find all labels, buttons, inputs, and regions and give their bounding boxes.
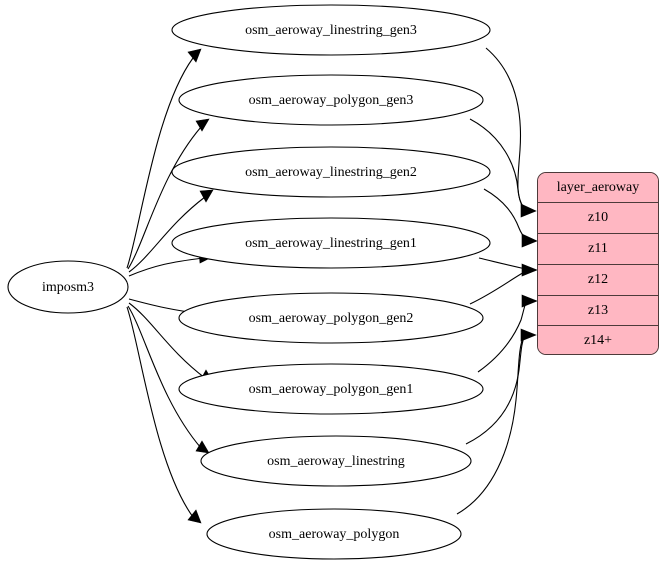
layer-aeroway-table[interactable]: layer_aeroway z10 z11 z12 z13 z14+ xyxy=(537,172,659,355)
arrowhead-z14 xyxy=(520,328,537,342)
node-imposm3[interactable]: imposm3 xyxy=(7,260,129,314)
layer-row-z10-label: z10 xyxy=(587,210,609,225)
edge-polygon-gen1-to-z13 xyxy=(477,301,527,373)
osm-aeroway-polygon-ellipse[interactable] xyxy=(206,508,462,560)
osm-aeroway-polygon-gen1-label: osm_aeroway_polygon_gen1 xyxy=(249,382,414,397)
arrowhead-z12 xyxy=(521,263,538,277)
osm-aeroway-linestring-gen2-ellipse[interactable] xyxy=(171,146,491,198)
node-osm-aeroway-linestring-gen3[interactable]: osm_aeroway_linestring_gen3 xyxy=(171,4,491,56)
osm-aeroway-linestring-gen1-label: osm_aeroway_linestring_gen1 xyxy=(245,236,417,251)
node-osm-aeroway-polygon[interactable]: osm_aeroway_polygon xyxy=(206,508,462,560)
edge-imposm3-to-linestring-gen2 xyxy=(128,196,206,273)
layer-row-z14-plus-label: z14+ xyxy=(583,333,613,348)
edge-group-source-to-tables xyxy=(126,48,214,524)
arrowhead-linestring xyxy=(195,440,210,454)
layer-row-z13-label: z13 xyxy=(587,302,609,318)
arrowhead-z11 xyxy=(521,233,538,248)
osm-aeroway-polygon-gen3-label: osm_aeroway_polygon_gen3 xyxy=(249,93,414,108)
osm-aeroway-linestring-gen2-label: osm_aeroway_linestring_gen2 xyxy=(245,165,417,180)
osm-aeroway-linestring-gen3-ellipse[interactable] xyxy=(171,4,491,56)
layer-row-z14-plus[interactable]: z14+ xyxy=(538,326,658,354)
edge-imposm3-to-polygon xyxy=(126,306,194,518)
layer-row-z11[interactable]: z11 xyxy=(538,234,658,265)
layer-row-z13[interactable]: z13 xyxy=(538,296,658,326)
osm-aeroway-linestring-label: osm_aeroway_linestring xyxy=(267,454,405,469)
node-osm-aeroway-linestring-gen2[interactable]: osm_aeroway_linestring_gen2 xyxy=(171,146,491,198)
layer-row-z12[interactable]: z12 xyxy=(538,265,658,296)
edge-polygon-to-z14 xyxy=(456,334,525,515)
edge-linestring-gen1-to-z12 xyxy=(478,257,527,270)
arrowhead-linestring-gen3 xyxy=(187,48,202,63)
edge-linestring-gen2-to-z11 xyxy=(483,188,527,240)
imposm3-ellipse[interactable] xyxy=(7,260,129,314)
edge-linestring-gen3-to-z10 xyxy=(485,47,525,210)
layer-row-z11-label: z11 xyxy=(588,241,608,256)
arrowhead-linestring-gen2 xyxy=(199,189,214,203)
edge-imposm3-to-polygon-gen3 xyxy=(127,126,202,270)
edge-imposm3-to-linestring-gen3 xyxy=(126,57,194,269)
edge-polygon-gen2-to-z12 xyxy=(469,270,527,305)
edge-imposm3-to-linestring xyxy=(127,305,202,449)
layer-aeroway-header: layer_aeroway xyxy=(538,173,658,203)
layer-row-z12-label: z12 xyxy=(587,272,609,287)
layer-row-z10[interactable]: z10 xyxy=(538,203,658,234)
layer-aeroway-header-label: layer_aeroway xyxy=(556,179,640,195)
osm-aeroway-polygon-gen2-label: osm_aeroway_polygon_gen2 xyxy=(249,311,414,326)
node-osm-aeroway-polygon-gen3[interactable]: osm_aeroway_polygon_gen3 xyxy=(178,74,484,126)
edge-imposm3-to-linestring-gen1 xyxy=(128,257,204,277)
osm-aeroway-linestring-gen1-ellipse[interactable] xyxy=(171,217,491,269)
osm-aeroway-linestring-gen3-label: osm_aeroway_linestring_gen3 xyxy=(245,23,417,38)
node-osm-aeroway-linestring-gen1[interactable]: osm_aeroway_linestring_gen1 xyxy=(171,217,491,269)
arrowhead-polygon xyxy=(187,509,202,524)
node-osm-aeroway-polygon-gen2[interactable]: osm_aeroway_polygon_gen2 xyxy=(178,292,484,344)
node-osm-aeroway-polygon-gen1[interactable]: osm_aeroway_polygon_gen1 xyxy=(178,363,484,415)
imposm3-label: imposm3 xyxy=(42,280,94,295)
osm-aeroway-polygon-label: osm_aeroway_polygon xyxy=(269,527,400,542)
edge-group-tables-to-layer xyxy=(456,47,538,515)
osm-aeroway-polygon-gen2-ellipse[interactable] xyxy=(178,292,484,344)
osm-aeroway-linestring-ellipse[interactable] xyxy=(200,435,472,487)
edge-linestring-to-z14 xyxy=(465,333,526,445)
node-osm-aeroway-linestring[interactable]: osm_aeroway_linestring xyxy=(200,435,472,487)
osm-aeroway-polygon-gen1-ellipse[interactable] xyxy=(178,363,484,415)
arrowhead-z13 xyxy=(521,294,538,308)
arrowhead-polygon-gen3 xyxy=(195,118,210,132)
arrowhead-z10 xyxy=(520,203,537,218)
osm-aeroway-polygon-gen3-ellipse[interactable] xyxy=(178,74,484,126)
edge-imposm3-to-polygon-gen1 xyxy=(128,302,206,379)
